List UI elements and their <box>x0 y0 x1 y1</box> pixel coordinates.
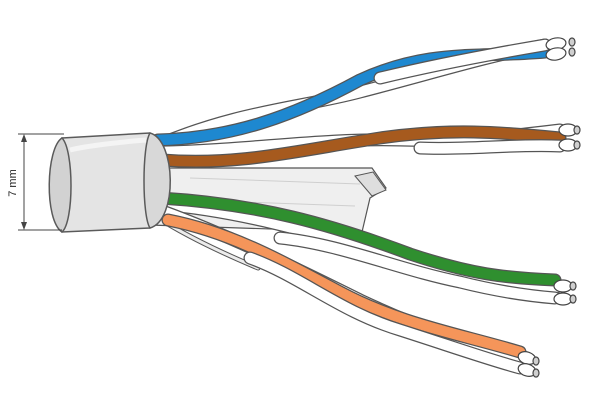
conductor-tips <box>517 37 581 378</box>
blue-pair <box>148 38 552 153</box>
orange-pair-tips <box>517 351 540 378</box>
brown-pair-tips <box>558 123 581 152</box>
jacket-cut-end <box>143 132 171 229</box>
jacket-left-end <box>48 137 72 233</box>
orange-pair <box>158 205 527 375</box>
blue-pair-tips <box>545 37 576 61</box>
green-pair <box>151 191 562 305</box>
diameter-dimension: 7 mm <box>7 133 64 231</box>
brown-pair <box>153 123 567 168</box>
outer-jacket <box>48 132 171 233</box>
dimension-label: 7 mm <box>7 169 19 197</box>
green-pair-tips <box>553 279 577 306</box>
twisted-pairs <box>148 38 567 375</box>
